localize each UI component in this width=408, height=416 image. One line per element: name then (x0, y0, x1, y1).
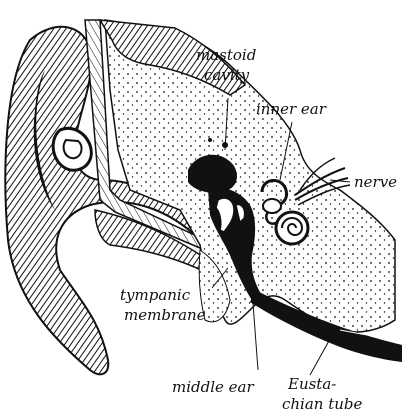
label-tympanic-membrane-line1: tympanic (120, 286, 191, 304)
cochlea (276, 212, 308, 244)
label-mastoid-cavity-line2: cavity (204, 66, 250, 84)
label-mastoid-cavity-line1: mastoid (196, 46, 256, 64)
label-tympanic-membrane-line2: membrane (124, 306, 206, 324)
label-eustachian-tube-line2: chian tube (282, 395, 363, 413)
tragus (53, 128, 91, 170)
label-nerve: nerve (354, 173, 397, 191)
label-inner-ear: inner ear (256, 100, 327, 118)
label-middle-ear: middle ear (172, 378, 254, 396)
label-eustachian-tube-line1: Eusta- (287, 375, 336, 393)
